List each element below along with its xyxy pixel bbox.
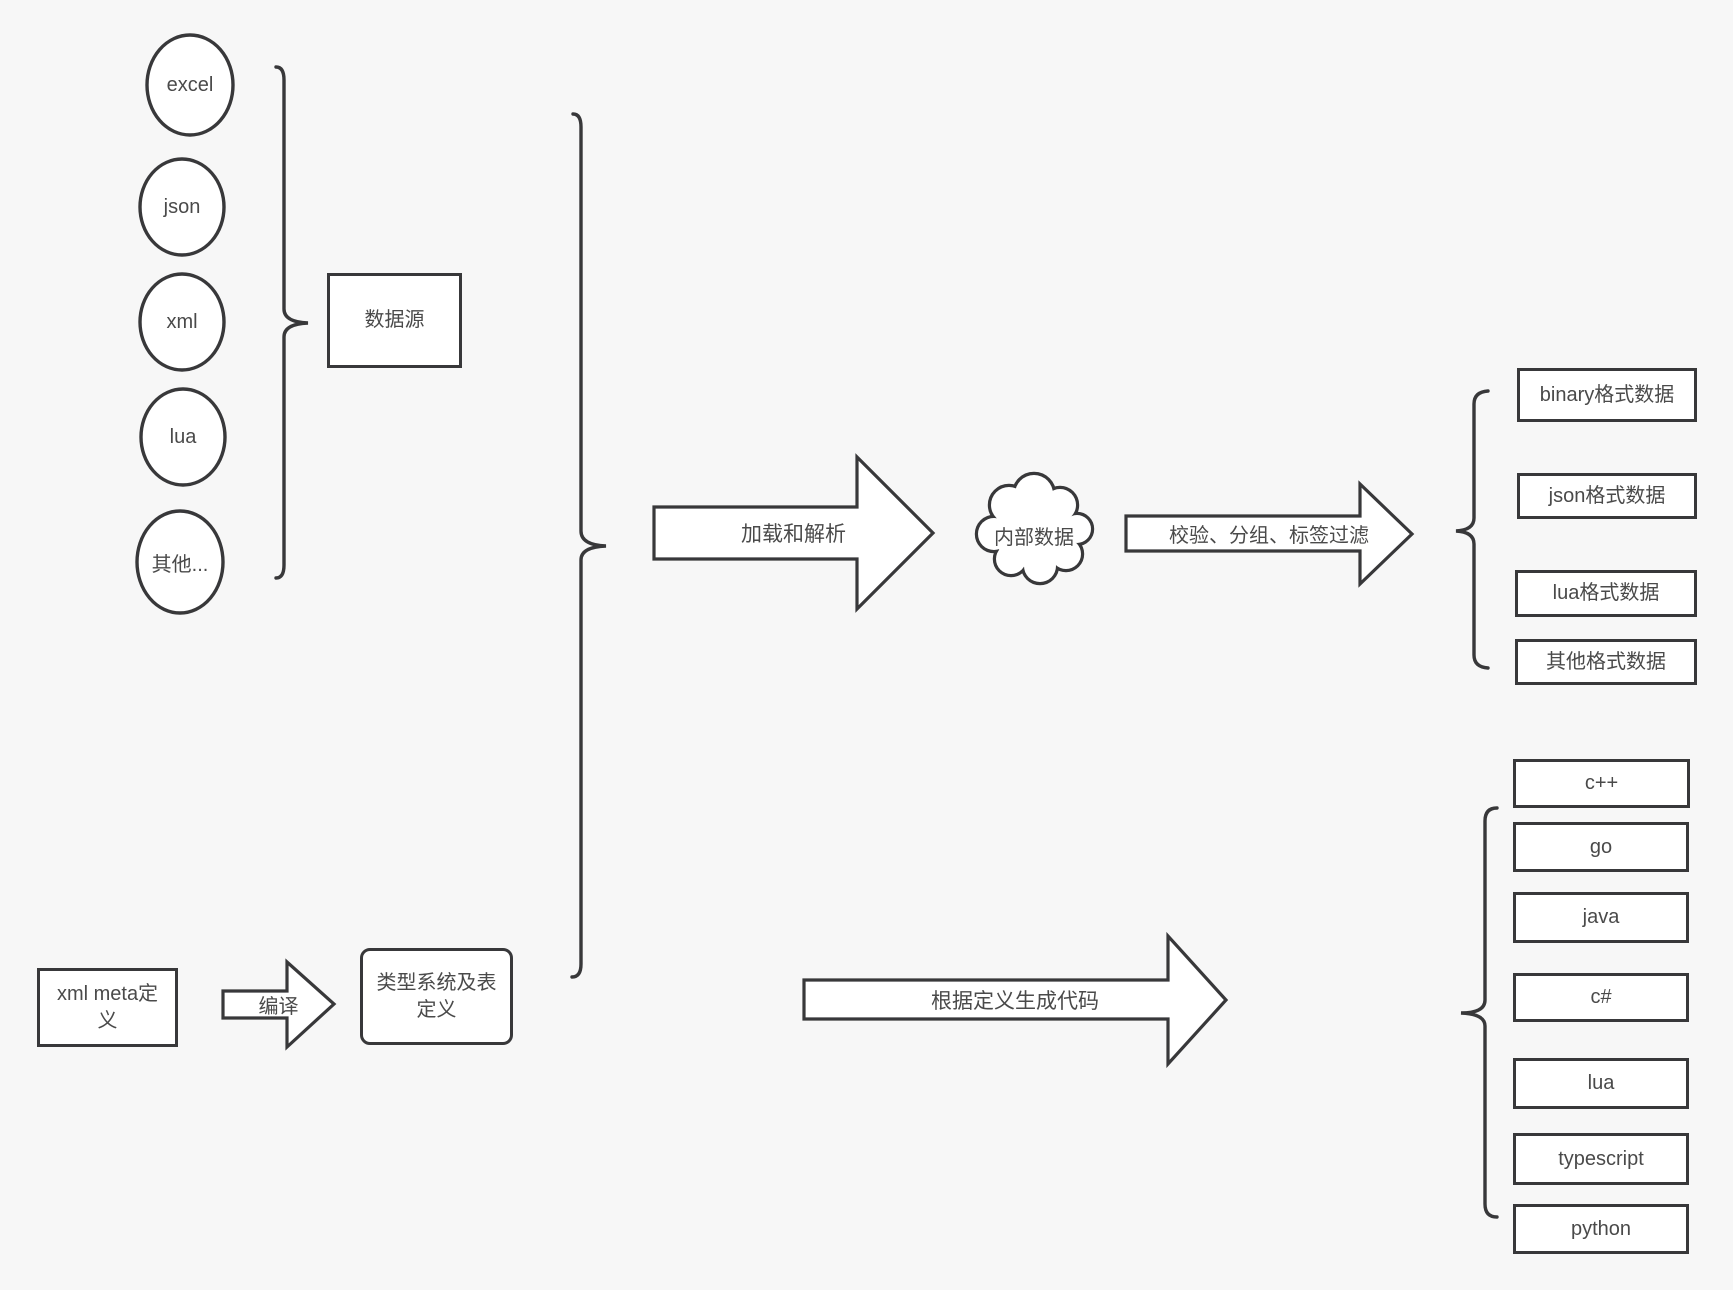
source-label-json: json [163, 195, 201, 218]
data-source-box: 数据源 [327, 273, 462, 368]
load-parse-arrow [652, 453, 936, 613]
format-box-json: json格式数据 [1517, 473, 1697, 519]
format-box-lua: lua格式数据 [1515, 570, 1697, 617]
source-label-other: 其他... [151, 553, 209, 576]
source-label-xml: xml [166, 310, 198, 333]
xml-meta-box: xml meta定义 [37, 968, 178, 1047]
language-box-java: java [1513, 892, 1689, 943]
formats-brace [1455, 389, 1490, 670]
excel-ellipse [145, 33, 235, 137]
filter-arrow [1124, 480, 1415, 588]
sources-brace [274, 65, 309, 580]
format-box-binary: binary格式数据 [1517, 368, 1697, 422]
json-ellipse [138, 157, 226, 257]
xml-ellipse [138, 272, 226, 372]
type-system-box: 类型系统及表定义 [360, 948, 513, 1045]
language-box-python: python [1513, 1204, 1689, 1254]
internal-data-cloud [974, 471, 1095, 586]
compile-arrow [221, 958, 337, 1051]
codegen-label: 根据定义生成代码 [931, 990, 1099, 1013]
language-box-cpp: c++ [1513, 759, 1690, 808]
language-box-typescript: typescript [1513, 1133, 1689, 1185]
language-box-lua: lua [1513, 1058, 1689, 1109]
language-box-csharp: c# [1513, 973, 1689, 1022]
internal-data-label: 内部数据 [994, 526, 1074, 549]
compile-label: 编译 [258, 995, 299, 1018]
main-brace [570, 112, 607, 979]
source-label-excel: excel [166, 73, 214, 96]
codegen-arrow [802, 931, 1229, 1069]
other-ellipse [135, 509, 225, 615]
filter-label: 校验、分组、标签过滤 [1169, 524, 1369, 547]
languages-brace [1460, 806, 1499, 1219]
source-label-lua: lua [169, 425, 197, 448]
language-box-go: go [1513, 822, 1689, 872]
load-parse-label: 加载和解析 [741, 523, 846, 546]
lua-ellipse [139, 387, 227, 487]
format-box-other: 其他格式数据 [1515, 639, 1697, 685]
